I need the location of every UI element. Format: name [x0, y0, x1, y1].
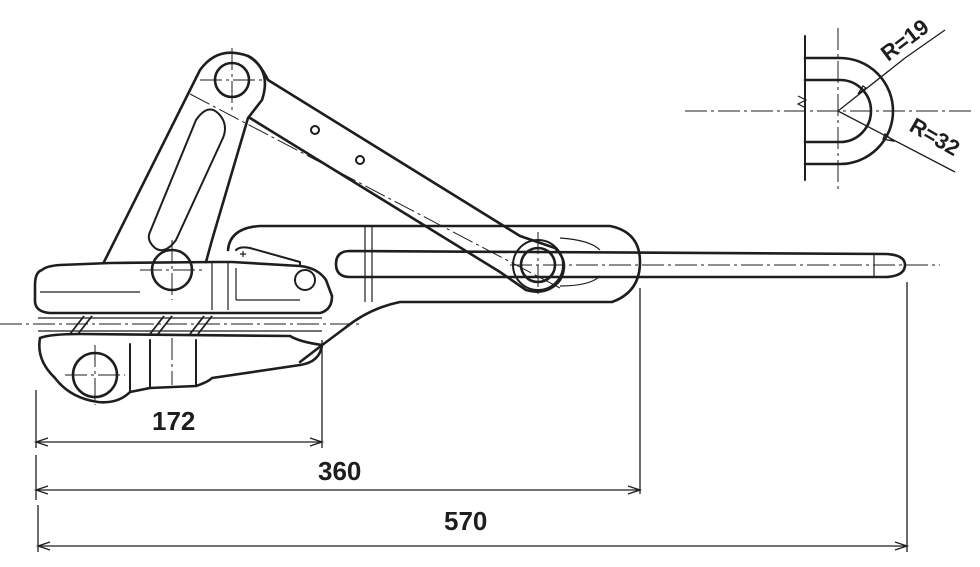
diagonal-link	[246, 54, 566, 293]
dimension-lines: 172 360 570	[33, 282, 910, 552]
centerlines	[0, 48, 940, 405]
radius-detail-view: R=19 R=32	[685, 14, 975, 190]
lower-jaw	[38, 332, 324, 404]
dimension-360: 360	[318, 456, 361, 486]
upper-jaw	[33, 246, 334, 315]
jaw-teeth	[38, 315, 322, 335]
radius-outer-label: R=32	[906, 113, 965, 161]
pull-rod	[334, 249, 907, 279]
dimension-570: 570	[444, 506, 487, 536]
dimension-172: 172	[152, 406, 195, 436]
frame-body	[226, 224, 642, 364]
